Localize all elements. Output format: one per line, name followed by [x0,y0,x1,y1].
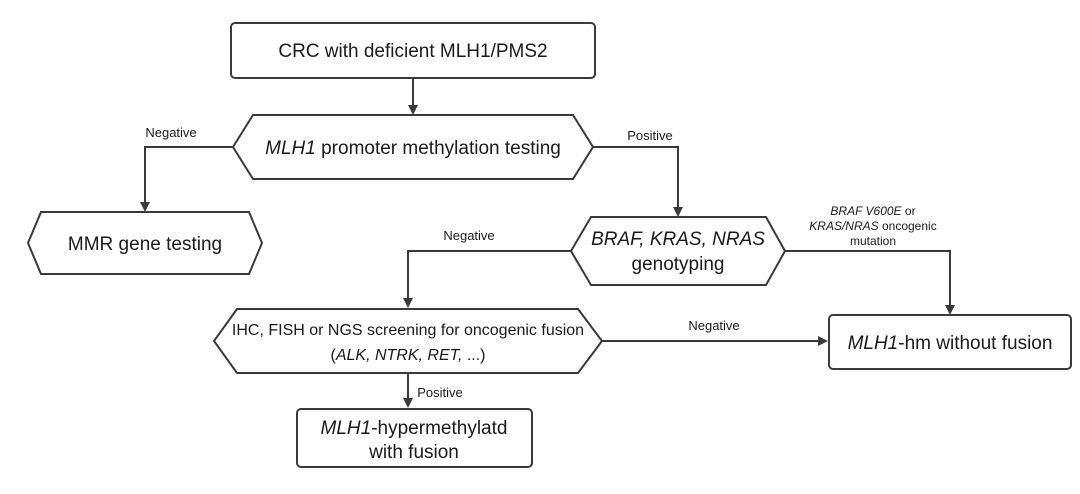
node-without-fusion: MLH1-hm without fusion [828,314,1072,370]
node-start: CRC with deficient MLH1/PMS2 [230,22,596,79]
label-genotyping-negative: Negative [443,228,494,243]
node-screening-line1: IHC, FISH or NGS screening for oncogenic… [232,322,584,339]
node-methylation-label: MLH1 promoter methylation testing [265,138,561,159]
label-methylation-positive: Positive [627,128,673,143]
node-with-fusion-line1: MLH1-hypermethylatd [321,418,508,439]
label-screening-positive: Positive [417,385,463,400]
edge-methylation-negative [140,146,233,212]
node-genotyping-line1: BRAF, KRAS, NRAS [591,229,765,250]
label-screening-negative: Negative [688,318,739,333]
node-with-fusion-line2: with fusion [368,442,459,463]
edge-methylation-positive [593,146,683,217]
label-oncogenic-mutation: BRAF V600E or KRAS/NRAS oncogenic mutati… [809,204,936,248]
label-mutation-line2: KRAS/NRAS oncogenic [809,219,936,233]
node-start-label: CRC with deficient MLH1/PMS2 [278,41,547,62]
node-mmr-label: MMR gene testing [68,234,222,255]
node-fusion-screening: IHC, FISH or NGS screening for oncogenic… [212,308,604,374]
node-genotyping-line2: genotyping [632,254,725,275]
label-mutation-line1: BRAF V600E or [830,204,915,218]
node-without-fusion-label: MLH1-hm without fusion [848,333,1053,354]
label-mutation-line3: mutation [850,234,896,248]
node-screening-line2: (ALK, NTRK, RET, ...) [331,347,486,364]
node-methylation-testing: MLH1 promoter methylation testing [231,114,595,180]
node-genotyping: BRAF, KRAS, NRAS genotyping [569,216,787,286]
node-with-fusion: MLH1-hypermethylatd with fusion [296,408,533,468]
label-methylation-negative: Negative [145,125,196,140]
edge-genotyping-mutation [785,250,955,315]
edge-genotyping-negative [403,250,571,308]
node-mmr-gene-testing: MMR gene testing [26,211,264,275]
